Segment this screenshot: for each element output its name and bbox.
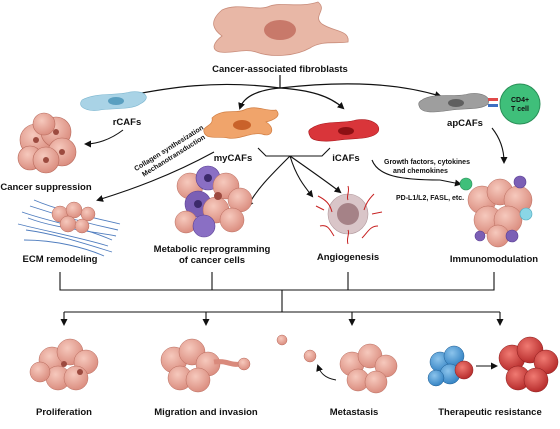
rcafs-label: rCAFs [113,117,142,128]
ecm-tumor-icon [51,201,96,234]
proliferation-label: Proliferation [36,407,92,418]
immunomodulation-label: Immunomodulation [450,254,538,265]
rcaf-to-suppression-arrow [84,129,124,148]
metabolic-tumor-icon [174,165,253,238]
proliferation-tumor-icon [29,338,99,391]
apcaf-cell-icon [418,93,498,113]
outcome-connector [59,272,504,326]
migration-tumor-icon [160,338,251,393]
icafs-label: iCAFs [332,153,359,164]
immunomodulation-tumor-icon [459,175,533,248]
pdl-label: PD-L1/L2, FASL, etc. [396,195,464,202]
mycafs-label: myCAFs [214,153,253,164]
migration-label: Migration and invasion [154,407,258,418]
metastasis-label: Metastasis [330,407,379,418]
cancer-suppression-label: Cancer suppression [0,182,92,193]
main-fibroblast-icon [213,1,349,56]
icaf-to-immuno-arrow [371,159,462,187]
metastasis-tumor-icon [276,334,398,394]
title-label: Cancer-associated fibroblasts [212,64,348,75]
cd4-label: CD4+ [511,97,529,104]
angiogenesis-label: Angiogenesis [317,252,379,263]
metabolic-label-1: Metabolic reprogramming [154,244,271,255]
apcaf-to-immuno-arrow [491,127,508,164]
rcaf-cell-icon [80,91,147,111]
branch-arrows [106,75,442,110]
cd4-t-cell-icon [499,83,541,125]
resistance-label: Therapeutic resistance [438,407,542,418]
resistance-tumor-icon [427,336,559,393]
growth-factors-label-1: Growth factors, cytokines [384,159,470,166]
angiogenesis-icon [315,185,383,245]
apcafs-label: apCAFs [447,118,483,129]
t-cell-label: T cell [511,106,529,113]
growth-factors-label-2: and chemokines [393,168,448,175]
collagen-label: Collagen synthesization [133,125,205,173]
mycaf-to-ecm-arrow [96,151,215,202]
mycaf-cell-icon [203,107,279,139]
cancer-suppression-tumor-icon [17,112,77,174]
ecm-remodeling-label: ECM remodeling [23,254,98,265]
icaf-cell-icon [308,119,380,142]
metabolic-label-2: of cancer cells [179,255,245,266]
mycaf-icaf-bracket [247,147,342,208]
